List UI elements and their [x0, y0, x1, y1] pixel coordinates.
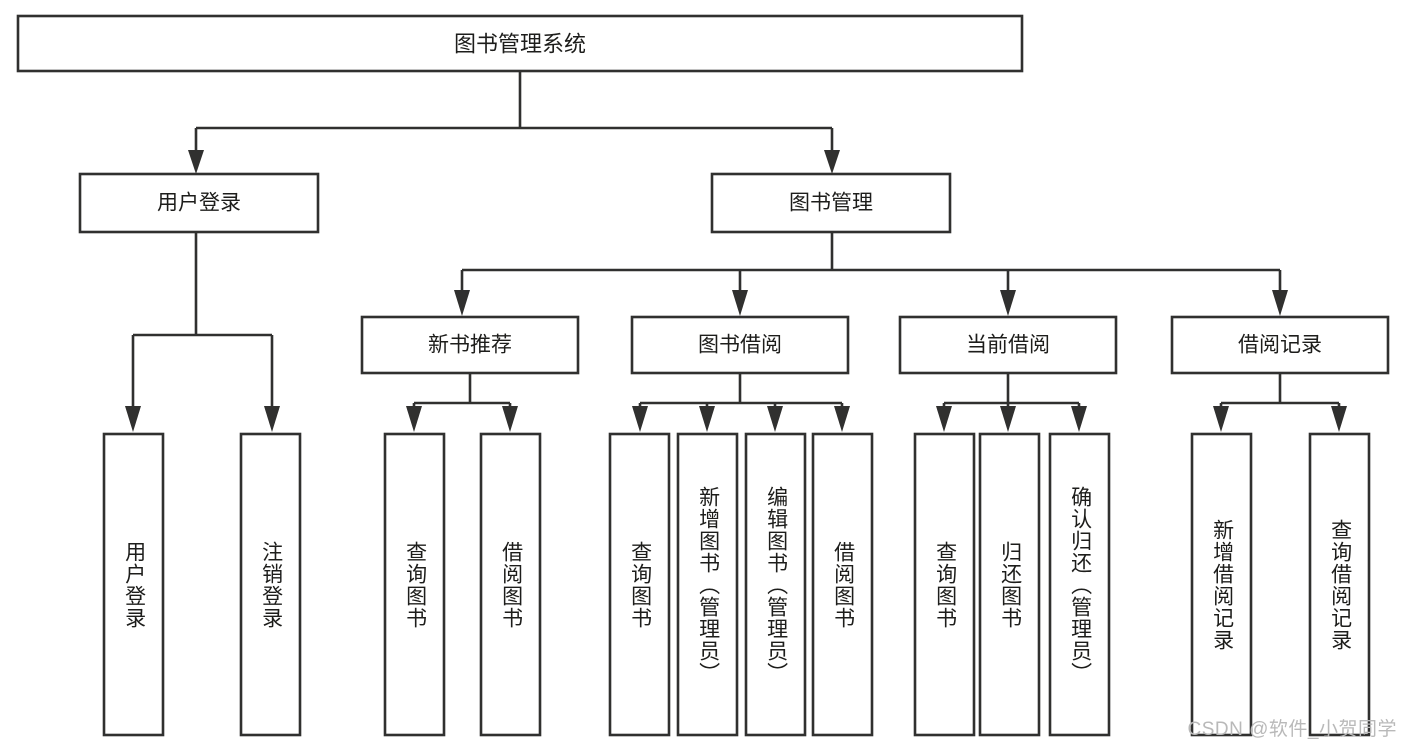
node-book-borrow[interactable]: 图书借阅 — [630, 315, 850, 375]
connector-record-to-leaves — [1213, 373, 1347, 432]
leaf-boxes — [102, 432, 1371, 737]
connector-user-login-to-leaves — [125, 232, 280, 432]
node-current-borrow[interactable]: 当前借阅 — [898, 315, 1118, 375]
leaf-box[interactable] — [744, 432, 807, 737]
leaf-box[interactable] — [239, 432, 302, 737]
node-borrow-record-label: 借阅记录 — [1238, 334, 1322, 357]
leaf-box[interactable] — [479, 432, 542, 737]
connector-current-to-leaves — [936, 373, 1087, 432]
leaf-box[interactable] — [676, 432, 739, 737]
leaf-box[interactable] — [811, 432, 874, 737]
node-root[interactable]: 图书管理系统 — [16, 14, 1024, 73]
leaf-box[interactable] — [383, 432, 446, 737]
connector-newbook-to-leaves — [406, 373, 518, 432]
leaf-box[interactable] — [1190, 432, 1253, 737]
node-user-login[interactable]: 用户登录 — [78, 172, 320, 234]
connector-book-mgmt-to-level3 — [454, 232, 1288, 316]
node-current-borrow-label: 当前借阅 — [966, 334, 1050, 357]
node-borrow-record[interactable]: 借阅记录 — [1170, 315, 1390, 375]
leaf-box[interactable] — [1308, 432, 1371, 737]
node-new-book-recommend-label: 新书推荐 — [428, 334, 512, 357]
connector-root-to-level2 — [188, 71, 840, 174]
node-new-book-recommend[interactable]: 新书推荐 — [360, 315, 580, 375]
connector-borrow-to-leaves — [632, 373, 850, 432]
node-book-management[interactable]: 图书管理 — [710, 172, 952, 234]
leaf-box[interactable] — [913, 432, 976, 737]
node-root-label: 图书管理系统 — [454, 32, 586, 57]
node-book-management-label: 图书管理 — [789, 192, 873, 215]
watermark: CSDN @软件_小贺同学 — [1187, 719, 1397, 740]
leaf-box[interactable] — [978, 432, 1041, 737]
leaf-box[interactable] — [1048, 432, 1111, 737]
node-book-borrow-label: 图书借阅 — [698, 334, 782, 357]
leaf-box[interactable] — [102, 432, 165, 737]
node-user-login-label: 用户登录 — [157, 192, 241, 215]
leaf-box[interactable] — [608, 432, 671, 737]
